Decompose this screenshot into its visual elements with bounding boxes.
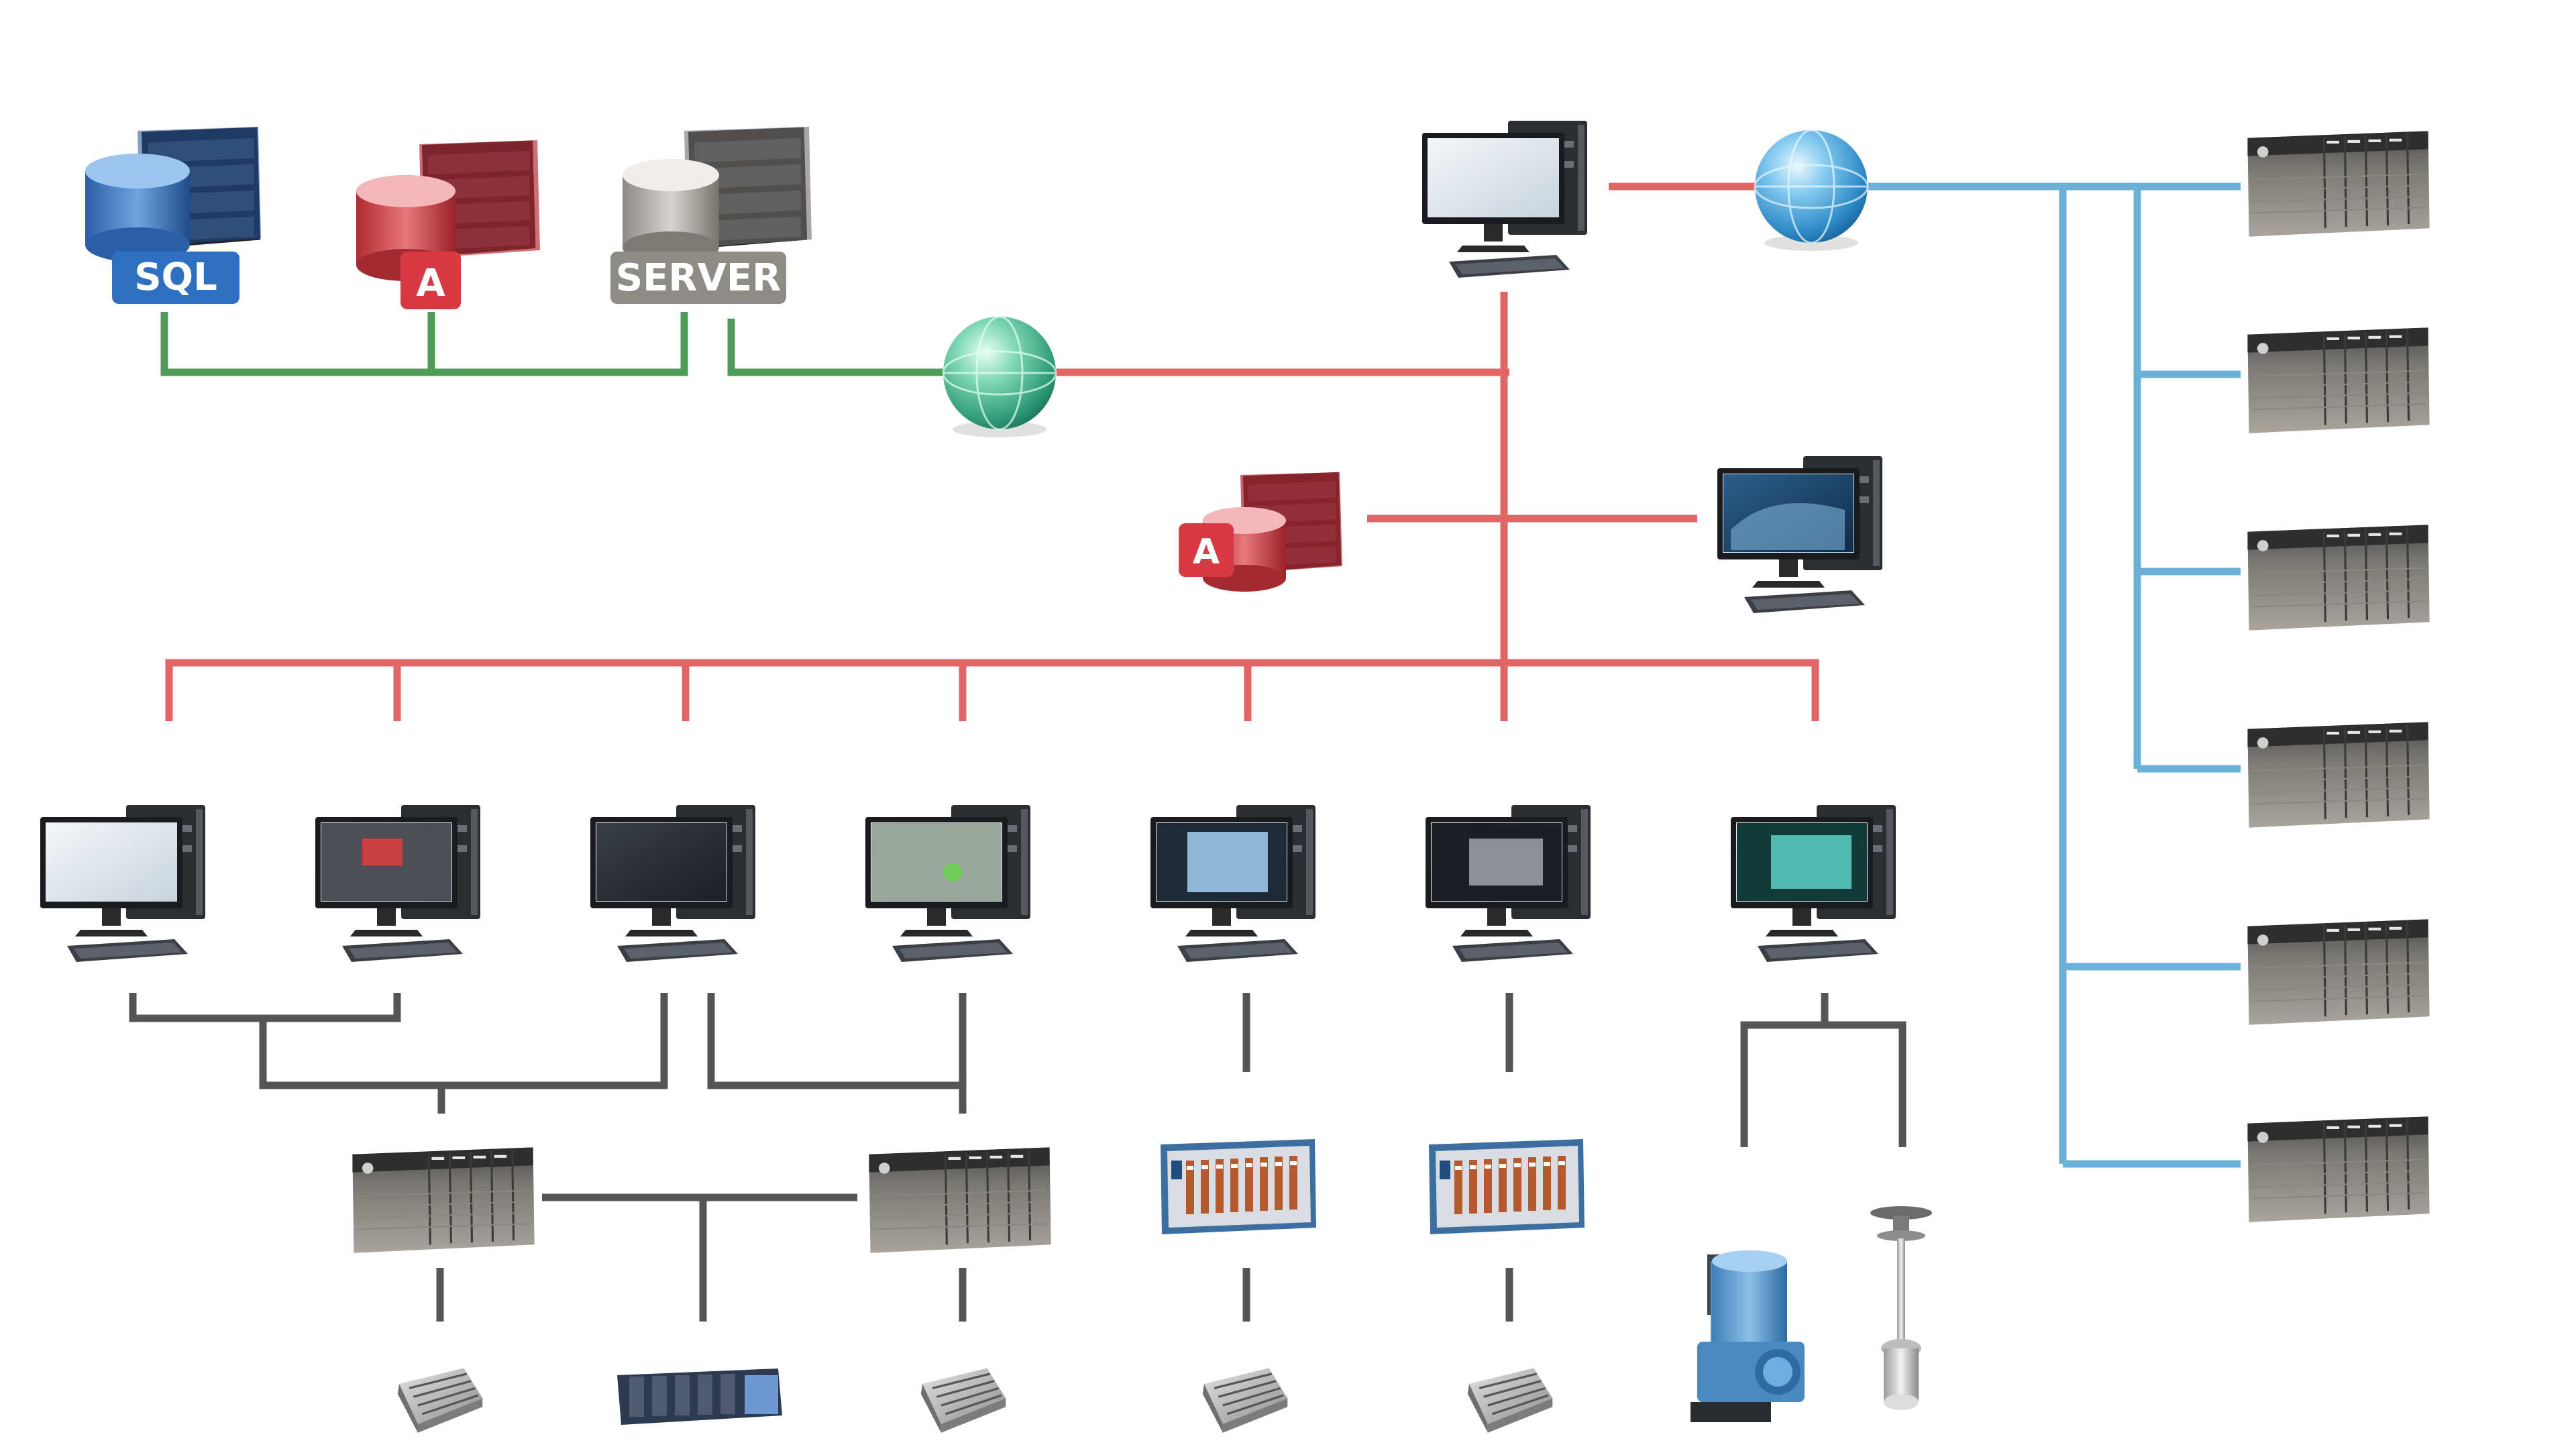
daq-chassis-1[interactable]	[1161, 1139, 1316, 1234]
level-probe-icon	[1870, 1206, 1932, 1410]
server-label: SERVER	[616, 256, 781, 300]
plc-controller-icon-4	[2246, 720, 2431, 829]
plc-controller-icon-6	[2246, 1115, 2431, 1224]
green-database-link	[160, 312, 976, 376]
plc-rack-5[interactable]	[2246, 918, 2431, 1026]
plc-rack-4[interactable]	[2246, 720, 2431, 829]
workstation-computer-icon	[1422, 121, 1587, 278]
operator-workstation-6[interactable]	[1426, 805, 1591, 962]
plc-controller-icon-7	[351, 1146, 536, 1254]
engineering-workstation[interactable]	[1422, 121, 1587, 278]
field-plc-2[interactable]	[867, 1146, 1053, 1254]
access-database-server[interactable]: A	[356, 140, 540, 309]
operator-workstations	[40, 805, 1896, 962]
rail-io-block[interactable]	[617, 1368, 782, 1425]
red-network-link	[165, 182, 1819, 721]
network-globe-blue[interactable]	[1754, 129, 1869, 251]
plc-controller-icon-8	[867, 1146, 1053, 1254]
field-plc-1[interactable]	[351, 1146, 536, 1254]
workstation-computer-icon-3	[40, 805, 205, 962]
level-transmitter[interactable]	[1690, 1250, 1805, 1422]
io-module-1[interactable]	[396, 1366, 484, 1434]
operator-workstation-3[interactable]	[590, 805, 755, 962]
supervisory-workstation[interactable]	[1717, 456, 1882, 613]
operator-workstation-5[interactable]	[1150, 805, 1316, 962]
operator-workstation-2[interactable]	[315, 805, 480, 962]
operator-workstation-1[interactable]	[40, 805, 205, 962]
plc-rack-6[interactable]	[2246, 1115, 2431, 1224]
file-server[interactable]: SERVER	[610, 127, 812, 304]
io-module-3[interactable]	[1201, 1366, 1289, 1434]
connection-lines	[129, 182, 2241, 1322]
level-transmitter-icon	[1690, 1250, 1805, 1422]
daq-chassis-icon-2	[1429, 1139, 1585, 1234]
daq-chassis-icon	[1161, 1139, 1316, 1234]
plc-controller-icon-3	[2246, 523, 2431, 632]
plc-rack-1[interactable]	[2246, 129, 2431, 238]
plc-controller-icon	[2246, 129, 2431, 238]
gray-field-link	[129, 993, 1907, 1322]
plc-rack-2[interactable]	[2246, 326, 2431, 435]
io-module-2[interactable]	[920, 1366, 1007, 1434]
blue-network-link	[1868, 182, 2241, 1168]
network-globe-green[interactable]	[942, 315, 1057, 437]
workstation-screen	[871, 823, 1002, 901]
local-access-database[interactable]: A	[1179, 472, 1342, 592]
plc-rack-3[interactable]	[2246, 523, 2431, 632]
plc-controller-icon-2	[2246, 326, 2431, 435]
sql-database-server[interactable]: SQL	[85, 127, 261, 304]
operator-workstation-4[interactable]	[865, 805, 1030, 962]
io-module-icon	[396, 1366, 484, 1434]
io-module-4[interactable]	[1466, 1366, 1554, 1434]
operator-workstation-7[interactable]	[1731, 805, 1896, 962]
io-module-icon-3	[1201, 1366, 1289, 1434]
access-label: A	[416, 262, 445, 305]
plc-column	[2246, 129, 2431, 1224]
level-probe[interactable]	[1870, 1206, 1932, 1410]
workstation-screen	[596, 823, 727, 901]
plc-controller-icon-5	[2246, 918, 2431, 1026]
io-module-icon-4	[1466, 1366, 1554, 1434]
daq-chassis-2[interactable]	[1429, 1139, 1585, 1234]
sql-label: SQL	[134, 256, 217, 299]
access-local-label: A	[1193, 532, 1220, 572]
io-module-icon-2	[920, 1366, 1007, 1434]
